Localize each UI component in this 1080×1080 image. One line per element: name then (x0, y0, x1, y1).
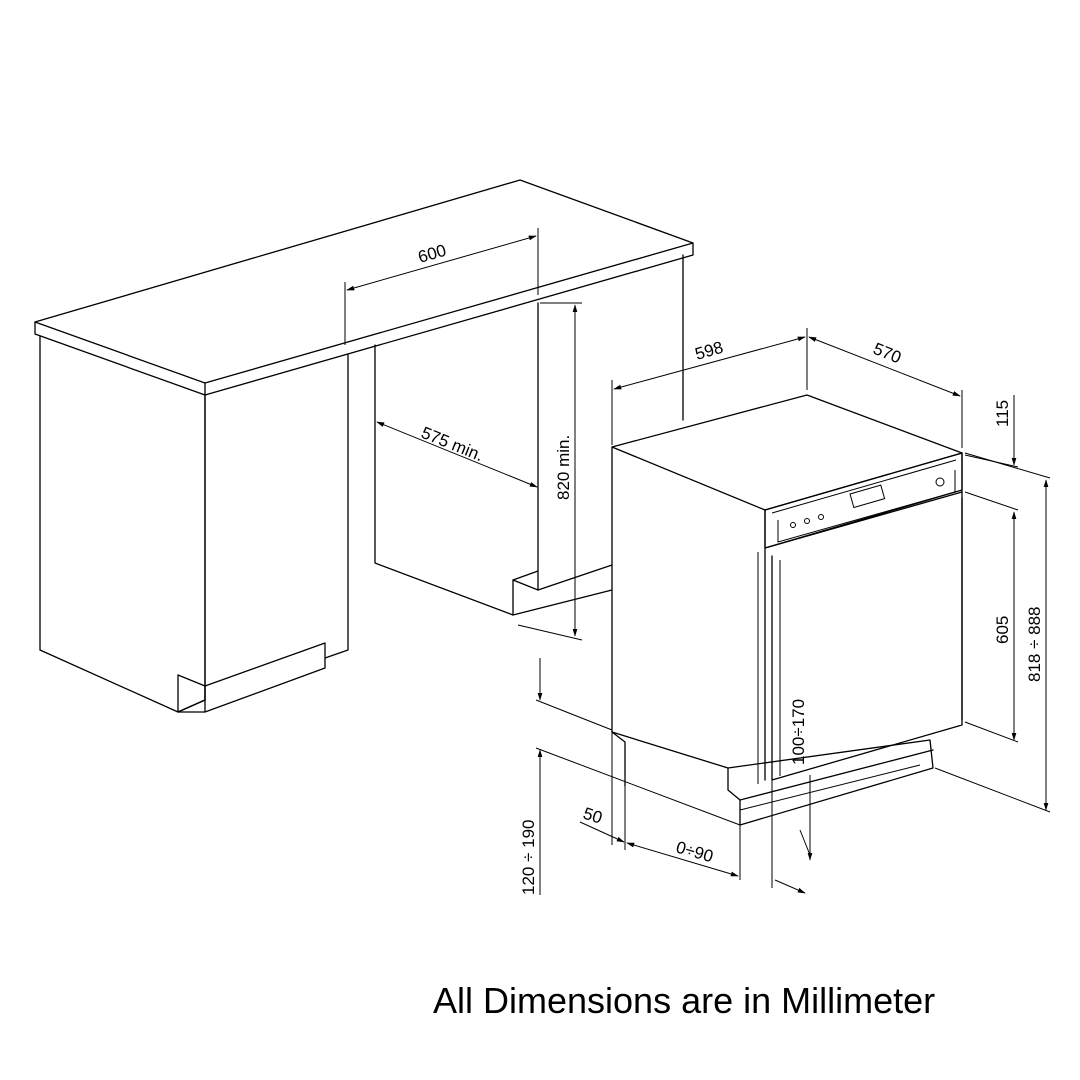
dim-toe-depth: 50 (581, 804, 605, 828)
dishwasher (611, 394, 963, 826)
dimension-lines (344, 228, 1051, 895)
units-caption: All Dimensions are in Millimeter (433, 980, 936, 1021)
dim-niche-height: 820 min. (554, 435, 573, 500)
dim-toe-height: 100÷170 (789, 699, 808, 765)
dim-total-height: 818 ÷ 888 (1025, 606, 1044, 682)
dim-panel-height: 115 (993, 400, 1012, 427)
dim-foot-adjust: 0÷90 (674, 838, 715, 867)
dim-plinth-height: 120 ÷ 190 (519, 819, 538, 895)
dim-niche-depth: 575 min. (419, 423, 487, 465)
dim-door-height: 605 (993, 616, 1012, 644)
kitchen-cabinet (34, 179, 694, 713)
